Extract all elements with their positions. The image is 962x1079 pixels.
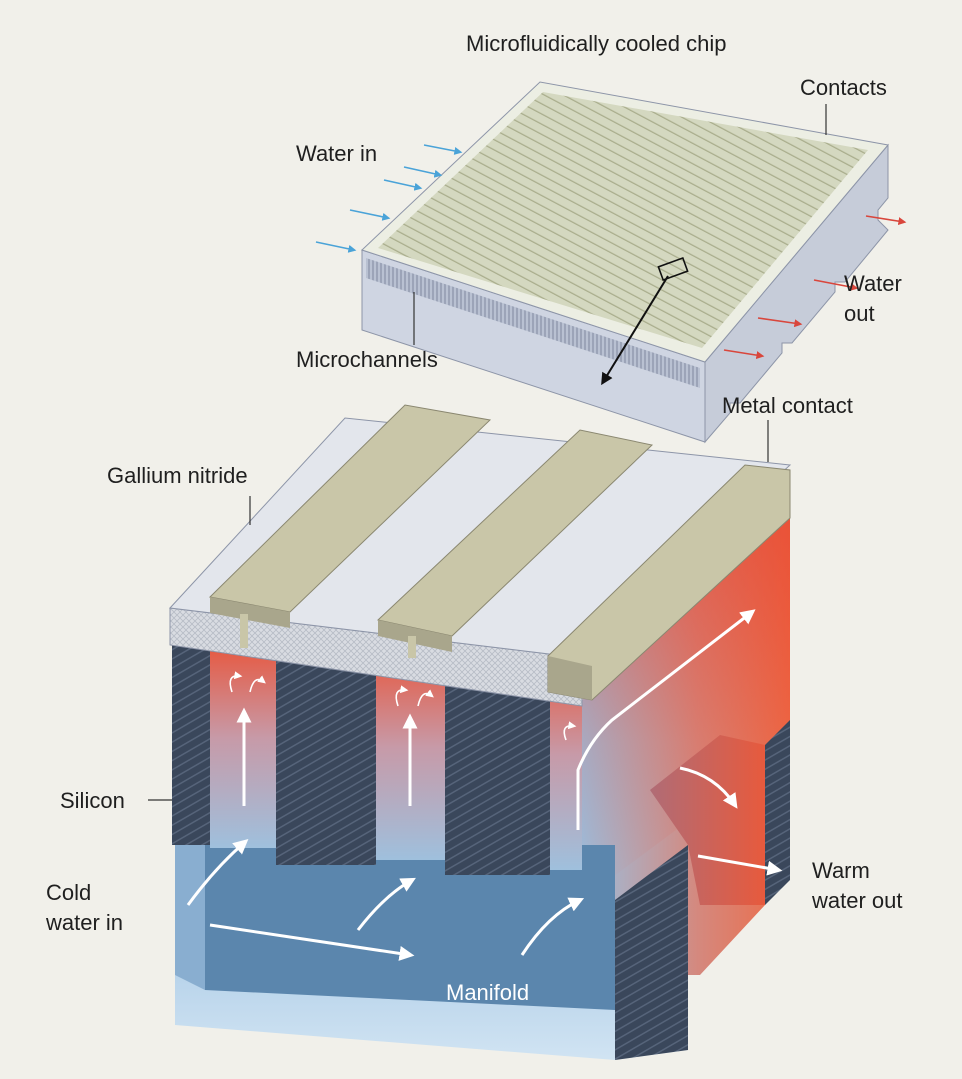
cold-water-in-label: Cold water in	[46, 880, 124, 935]
manifold-box	[205, 845, 615, 1010]
cross-section	[148, 404, 792, 1060]
water-out-arrows	[723, 215, 907, 360]
chip-title: Microfluidically cooled chip	[466, 31, 727, 56]
silicon-block-front	[615, 845, 688, 1060]
flow-arrows	[186, 609, 783, 961]
microfluidic-chip-top	[361, 81, 889, 444]
zoom-arrow	[601, 275, 669, 386]
microchannels-strip	[366, 258, 700, 388]
water-in-arrows	[315, 144, 463, 253]
water-in-label: Water in	[296, 141, 378, 166]
microchannels-label: Microchannels	[296, 347, 438, 372]
chip-right-face	[704, 143, 889, 444]
metal-contacts	[208, 404, 791, 701]
silicon-label: Silicon	[60, 788, 125, 813]
water-out-label: Water out	[844, 271, 902, 326]
contacts-label: Contacts	[800, 75, 887, 100]
gallium-nitride-label: Gallium nitride	[107, 463, 248, 488]
chip-contacts-area	[378, 92, 868, 348]
silicon-block-right	[765, 720, 790, 905]
silicon-column-2	[276, 650, 376, 865]
metal-contact-label: Metal contact	[722, 393, 853, 418]
warm-water-out-label: Warm water out	[812, 858, 903, 913]
manifold-label: Manifold	[446, 980, 530, 1005]
silicon-column-1	[172, 645, 210, 845]
zoom-box	[657, 256, 689, 282]
